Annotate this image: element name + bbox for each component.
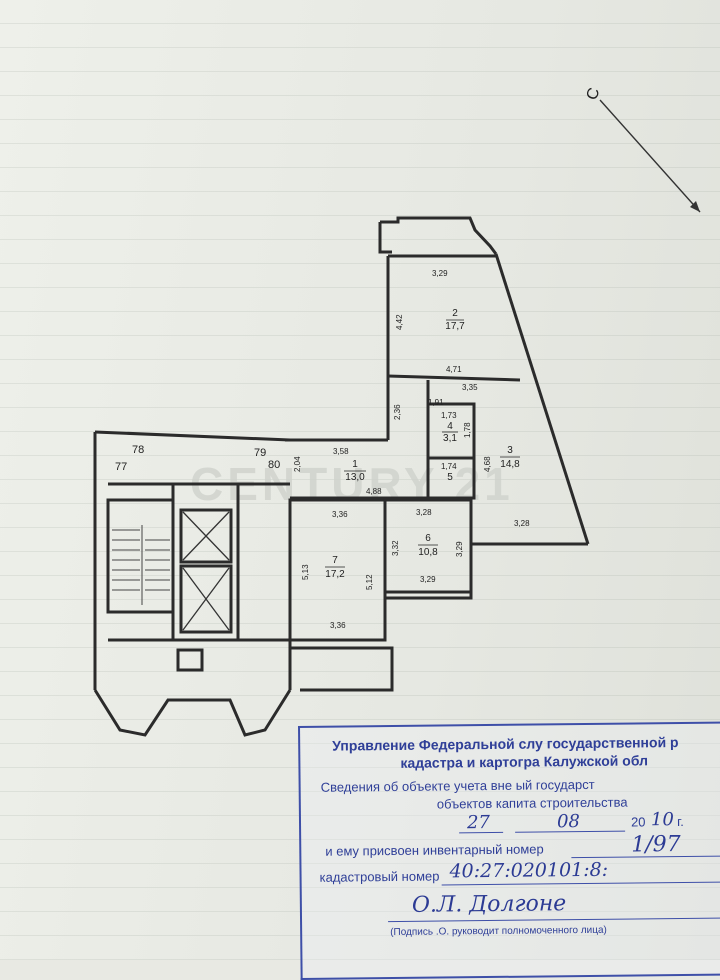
stamp-date-day-line: [459, 831, 504, 834]
room-5-number: 5: [447, 472, 453, 483]
stamp-footer-note: (Подпись .О. руководит полномоченного ли…: [390, 924, 607, 939]
dim: 3,28: [416, 508, 432, 517]
room-4-number: 4: [447, 421, 453, 432]
dim: 3,35: [462, 383, 478, 392]
corridor-label-77: 77: [115, 461, 127, 473]
room-7-number: 7: [332, 555, 338, 566]
stamp-cadastral-label: кадастровый номер: [319, 868, 440, 885]
stamp-date-month: 08: [556, 811, 581, 833]
dim: 1,74: [441, 462, 457, 471]
corridor-label-79: 79: [254, 447, 266, 459]
stamp-title-line-2: кадастра и картогра Калужской обл: [400, 752, 649, 771]
stamp-inventory-line: [571, 855, 720, 859]
corridor-label-78: 78: [132, 444, 144, 456]
stamp-signature: О.Л. Долгоне: [411, 891, 567, 918]
room-1-area: 13,0: [345, 472, 365, 483]
dim: 4,88: [366, 487, 382, 496]
registration-stamp: Управление Федеральной слу государственн…: [298, 721, 720, 980]
dim: 1,91: [428, 398, 444, 407]
dim: 3,29: [420, 575, 436, 584]
stamp-date-day: 27: [466, 811, 491, 834]
document-sheet: [0, 0, 720, 960]
corridor-labels: 78 77 79 80: [115, 444, 280, 473]
dim: 3,28: [514, 519, 530, 528]
dim: 5,13: [301, 564, 310, 580]
stamp-info-line-2: объектов капита строительства: [436, 794, 628, 812]
dimension-labels: 3,29 4,42 4,71 3,35 1,91 2,36 1,73 1,78 …: [293, 269, 530, 630]
dim: 3,29: [455, 541, 464, 557]
room-3-number: 3: [507, 445, 513, 456]
stamp-date-year-prefix: 20: [630, 814, 646, 830]
room-2-number: 2: [452, 308, 458, 319]
stamp-title-line-1: Управление Федеральной слу государственн…: [332, 734, 679, 754]
corridor-label-80: 80: [268, 459, 280, 471]
dim: 1,78: [463, 422, 472, 438]
staircase: [112, 525, 170, 605]
dim: 4,68: [483, 456, 492, 472]
dim: 2,36: [393, 404, 402, 420]
stamp-cadastral-number: 40:27:020101:8:: [449, 858, 609, 883]
room-labels: 2 17,7 1 13,0 3 14,8 4 3,1 5 6 10,8 7 17…: [325, 308, 520, 580]
stamp-inventory-label: и ему присвоен инвентарный номер: [325, 841, 544, 859]
stamp-inventory-number: 1/97: [631, 831, 681, 858]
dim: 3,29: [432, 269, 448, 278]
dim: 4,42: [395, 314, 404, 330]
dim: 3,32: [391, 540, 400, 556]
room-3-area: 14,8: [500, 459, 520, 470]
elevator-shafts: [182, 511, 230, 631]
room-7-area: 17,2: [325, 569, 345, 580]
north-arrow-icon: С: [583, 86, 701, 213]
room-2-area: 17,7: [445, 321, 465, 332]
north-arrow-label: С: [583, 86, 603, 103]
plan-walls: [93, 216, 590, 737]
dim: 3,36: [330, 621, 346, 630]
dim: 3,58: [333, 447, 349, 456]
dim: 3,36: [332, 510, 348, 519]
room-1-number: 1: [352, 459, 358, 470]
stamp-signature-line: [388, 917, 720, 923]
dim: 2,04: [293, 456, 302, 472]
stamp-date-suffix: г.: [676, 813, 684, 830]
room-6-area: 10,8: [418, 547, 438, 558]
dim: 1,73: [441, 411, 457, 420]
stamp-date-year: 10: [650, 809, 675, 831]
stamp-date-month-line: [515, 830, 626, 833]
dim: 4,71: [446, 365, 462, 374]
dim: 5,12: [365, 574, 374, 590]
stamp-info-line-1: Сведения об объекте учета вне ый государ…: [320, 776, 595, 795]
room-4-area: 3,1: [443, 433, 457, 444]
floor-plan: CENTURY 21 С: [93, 86, 701, 737]
room-6-number: 6: [425, 533, 431, 544]
